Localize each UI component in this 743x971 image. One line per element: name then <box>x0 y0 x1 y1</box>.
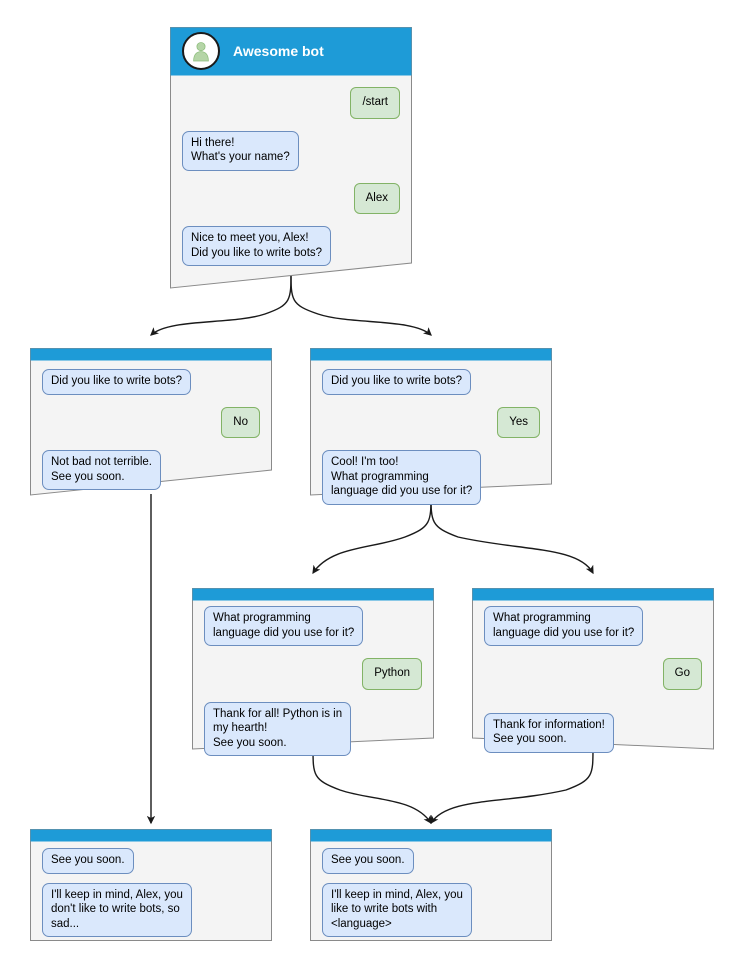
message-bubble-bot[interactable]: See you soon. <box>42 848 134 874</box>
message-bubble-bot[interactable]: Hi there! What's your name? <box>182 130 299 171</box>
node-no-branch[interactable]: Did you like to write bots? No Not bad n… <box>30 348 272 496</box>
chat-header <box>472 588 714 600</box>
chat-body: Did you like to write bots? No Not bad n… <box>30 360 272 498</box>
node-root[interactable]: Awesome bot /start Hi there! What's your… <box>170 27 412 289</box>
bot-name-title: Awesome bot <box>233 43 324 59</box>
node-python-branch[interactable]: What programming language did you use fo… <box>192 588 434 756</box>
message-bubble-bot[interactable]: Did you like to write bots? <box>322 369 472 395</box>
chat-body: /start Hi there! What's your name? Alex … <box>170 75 412 274</box>
message-bubble-bot[interactable]: Thank for all! Python is in my hearth! S… <box>204 701 352 756</box>
message-bubble-bot[interactable]: Nice to meet you, Alex! Did you like to … <box>182 226 332 266</box>
message-bubble-bot[interactable]: See you soon. <box>322 848 414 874</box>
chat-body: What programming language did you use fo… <box>192 600 434 764</box>
chat-body: See you soon. I'll keep in mind, Alex, y… <box>30 841 272 945</box>
message-bubble-bot[interactable]: Thank for information! See you soon. <box>484 712 614 753</box>
chat-body: What programming language did you use fo… <box>472 600 714 761</box>
message-bubble-bot[interactable]: Not bad not terrible. See you soon. <box>42 450 162 490</box>
node-yes-branch[interactable]: Did you like to write bots? Yes Cool! I'… <box>310 348 552 505</box>
message-bubble-bot[interactable]: I'll keep in mind, Alex, you don't like … <box>42 882 192 937</box>
message-bubble-bot[interactable]: Cool! I'm too! What programming language… <box>322 450 482 505</box>
message-bubble-user[interactable]: Alex <box>353 182 400 214</box>
message-bubble-bot[interactable]: Did you like to write bots? <box>42 369 192 395</box>
chat-header <box>192 588 434 600</box>
message-bubble-user[interactable]: No <box>221 406 260 438</box>
chat-header <box>310 348 552 360</box>
message-bubble-user[interactable]: Yes <box>497 406 540 438</box>
chat-body: Did you like to write bots? Yes Cool! I'… <box>310 360 552 513</box>
message-bubble-user[interactable]: Go <box>662 658 702 690</box>
node-end-no[interactable]: See you soon. I'll keep in mind, Alex, y… <box>30 829 272 941</box>
node-go-branch[interactable]: What programming language did you use fo… <box>472 588 714 753</box>
chat-header <box>30 348 272 360</box>
message-bubble-user[interactable]: /start <box>350 87 400 119</box>
message-bubble-user[interactable]: Python <box>362 658 422 690</box>
chat-header <box>310 829 552 841</box>
chat-header <box>30 829 272 841</box>
chat-body: See you soon. I'll keep in mind, Alex, y… <box>310 841 552 945</box>
chat-header: Awesome bot <box>170 27 412 75</box>
message-bubble-bot[interactable]: What programming language did you use fo… <box>204 606 364 646</box>
message-bubble-bot[interactable]: What programming language did you use fo… <box>484 606 644 646</box>
person-avatar-icon <box>182 32 220 70</box>
node-end-yes[interactable]: See you soon. I'll keep in mind, Alex, y… <box>310 829 552 941</box>
message-bubble-bot[interactable]: I'll keep in mind, Alex, you like to wri… <box>322 882 472 937</box>
